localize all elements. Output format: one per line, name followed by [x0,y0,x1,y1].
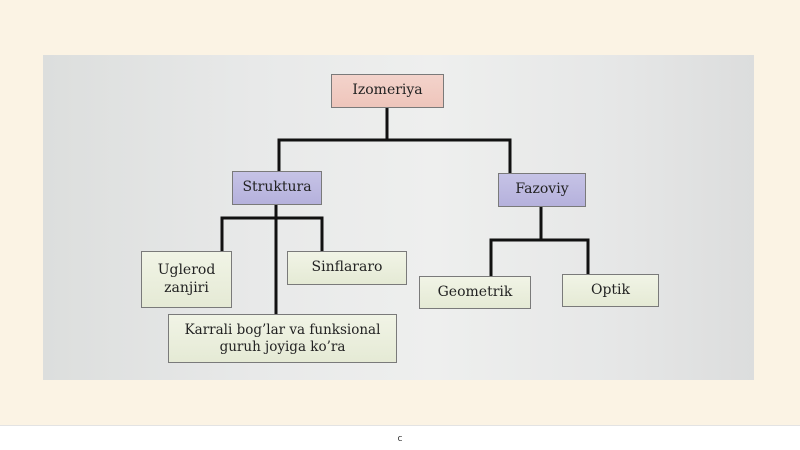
node-izomeriya: Izomeriya [331,74,444,108]
node-struktura-label: Struktura [242,179,312,196]
node-karrali-line-2: guruh joyiga ko’ra [219,338,346,355]
node-sinflararo: Sinflararo [287,251,407,285]
node-optik: Optik [562,274,659,307]
node-struktura: Struktura [232,171,322,205]
node-optik-label: Optik [590,281,631,298]
diagram-panel [43,55,754,380]
node-uglerod-line-2: zanjiri [164,279,209,296]
footer-bar: c [0,425,800,450]
footer-text: c [397,433,403,444]
node-izomeriya-label: Izomeriya [352,82,423,99]
node-uglerod-line-1: Uglerod [157,262,216,278]
node-karrali-line-1: Karrali bog’lar va funksional [184,321,381,338]
node-karrali-boglar: Karrali bog’lar va funksional guruh joyi… [168,314,397,363]
node-geometrik-label: Geometrik [437,283,513,300]
node-fazoviy-label: Fazoviy [515,181,569,198]
node-sinflararo-label: Sinflararo [311,259,383,276]
node-geometrik: Geometrik [419,276,531,309]
node-uglerod-zanjiri: Uglerod zanjiri [141,251,232,308]
node-fazoviy: Fazoviy [498,173,586,207]
